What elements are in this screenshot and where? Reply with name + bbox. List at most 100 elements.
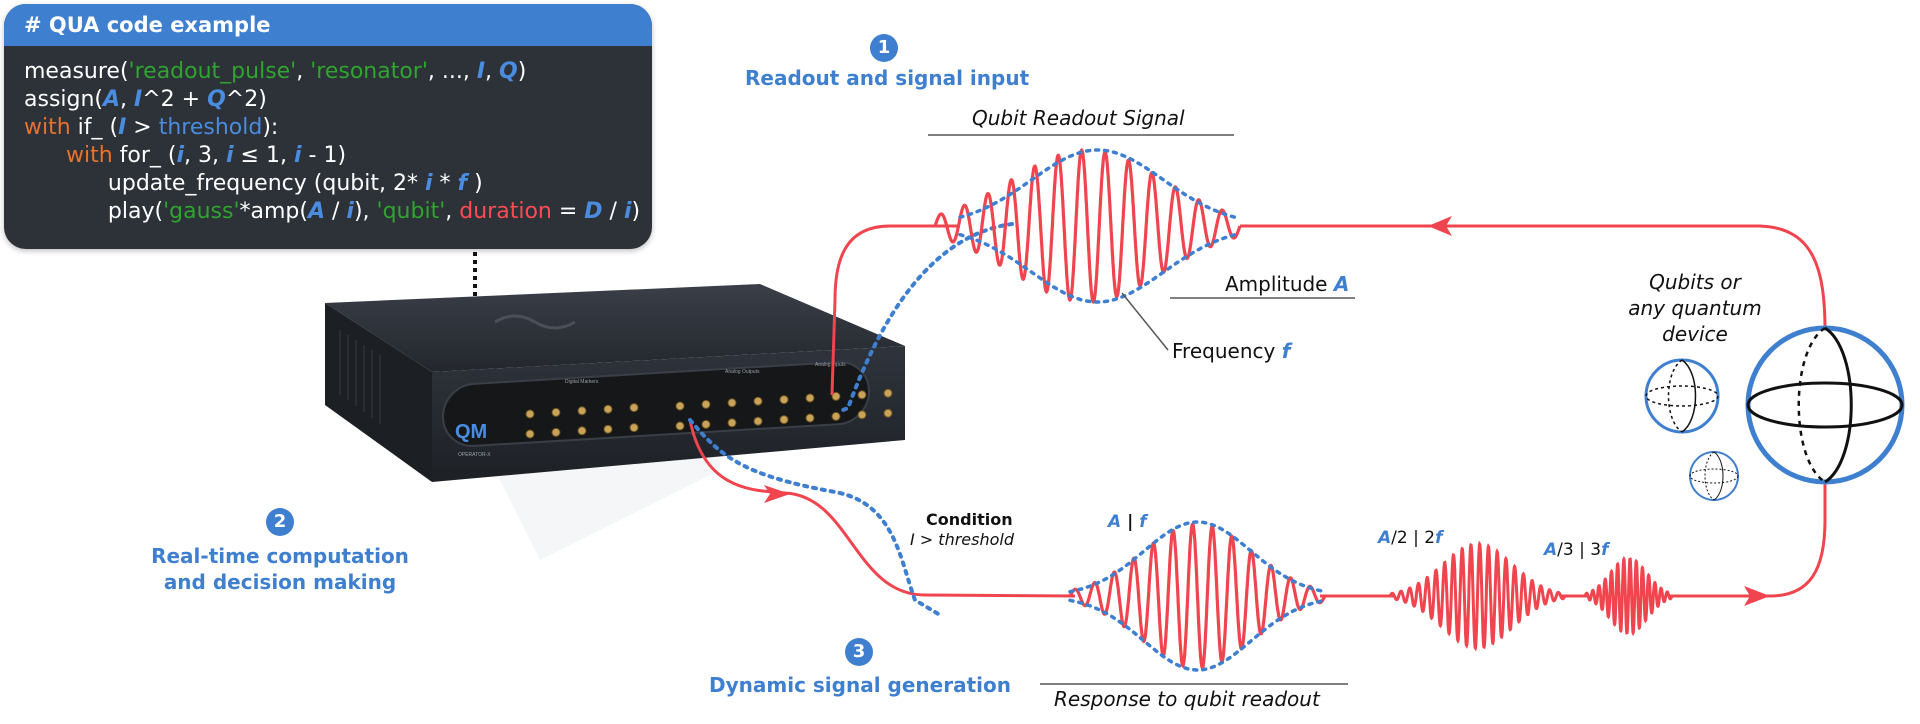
device-connector <box>577 406 587 416</box>
readout-wave <box>933 148 1242 304</box>
code-token: , ..., <box>427 59 477 84</box>
device-connector <box>727 418 737 428</box>
device-top-logo <box>494 314 576 330</box>
code-token: i <box>424 171 433 196</box>
device-connector <box>753 416 763 426</box>
code-token: if_ ( <box>70 115 119 140</box>
code-line: update_frequency (qubit, 2* i * f ) <box>24 170 652 198</box>
device-section-analog-out: Analog Outputs <box>725 369 760 375</box>
code-token: ≤ 1, <box>233 143 294 168</box>
response-pulse-2 <box>1388 540 1567 652</box>
code-token: i <box>293 143 302 168</box>
code-token: A <box>307 199 326 224</box>
device-connector <box>805 393 815 403</box>
qubit-readout-signal-label: Qubit Readout Signal <box>972 106 1185 130</box>
condition-label: Condition <box>926 510 1013 529</box>
device-front-panel <box>442 361 870 447</box>
bloch-sphere-large <box>1745 325 1905 485</box>
readout-to-device-line <box>830 224 960 396</box>
code-token: ) <box>517 59 527 84</box>
device-connector <box>525 429 535 439</box>
code-line: with for_ (i, 3, i ≤ 1, i - 1) <box>24 142 652 170</box>
step-2-badge: 2 <box>266 508 294 536</box>
code-token: ), <box>353 199 377 224</box>
arrow-to-output <box>764 485 790 503</box>
code-token <box>24 143 66 168</box>
code-token: Q <box>207 87 226 112</box>
frequency-label: Frequency f <box>1172 339 1291 363</box>
code-token: / <box>325 199 347 224</box>
device: QM OPERATOR-X Digital Markers Analog Out… <box>325 284 905 482</box>
device-connector <box>603 404 613 414</box>
code-token: , 3, <box>184 143 227 168</box>
code-token: * <box>432 171 458 196</box>
device-left-face <box>325 303 432 482</box>
code-token: I <box>118 115 127 140</box>
code-token: , <box>445 199 460 224</box>
code-body: measure('readout_pulse', 'resonator', ..… <box>4 46 652 226</box>
device-connector <box>779 395 789 405</box>
response-label: Response to qubit readout <box>1054 687 1320 711</box>
decision-dotted-line <box>688 418 942 617</box>
code-token: 'resonator' <box>310 59 428 84</box>
readout-input-line <box>1240 224 1827 331</box>
code-line: assign(A, I^2 + Q^2) <box>24 86 652 114</box>
readout-envelope <box>958 148 1237 304</box>
bloch-sphere-small <box>1689 451 1739 501</box>
device-model: OPERATOR-X <box>458 452 491 458</box>
device-connector <box>831 411 841 421</box>
code-token: i <box>226 143 234 168</box>
response-pulse-1 <box>1068 520 1327 672</box>
pulse-2-label: A/2 | 2f <box>1378 528 1443 548</box>
device-connector <box>857 390 867 400</box>
device-connector <box>727 398 737 408</box>
code-token: for_ ( <box>112 143 177 168</box>
bloch-sphere-medium <box>1644 358 1720 434</box>
code-token: = <box>551 199 585 224</box>
code-token: ): <box>262 115 279 140</box>
response-wave-1 <box>1068 522 1327 670</box>
code-token: ^2 + <box>142 87 208 112</box>
code-token: / <box>602 199 624 224</box>
code-token: A <box>103 87 121 112</box>
code-token: with <box>24 115 71 140</box>
code-token: ^2) <box>225 87 267 112</box>
code-token: ) <box>467 171 483 196</box>
device-connector <box>701 419 711 429</box>
code-panel-header: # QUA code example <box>4 4 652 46</box>
device-connector <box>551 427 561 437</box>
code-token: 'gauss' <box>163 199 240 224</box>
frequency-pointer <box>1121 292 1169 351</box>
code-token: *amp( <box>239 199 308 224</box>
code-token: D <box>584 199 603 224</box>
device-logo: QM <box>455 421 487 443</box>
arrow-to-qubit <box>1744 586 1770 606</box>
readout-dotted-line <box>836 222 1014 414</box>
code-token: > <box>126 115 159 140</box>
device-connector <box>629 423 639 433</box>
response-envelope-1 <box>1068 520 1327 672</box>
code-token: measure( <box>24 59 129 84</box>
device-connector <box>857 410 867 420</box>
code-line: with if_ (I > threshold): <box>24 114 652 142</box>
device-connector <box>701 399 711 409</box>
code-token: assign( <box>24 87 104 112</box>
step-1-title: Readout and signal input <box>745 66 1030 90</box>
code-token: 'readout_pulse' <box>128 59 297 84</box>
response-pulse-3 <box>1583 555 1674 637</box>
code-token: I <box>476 59 486 84</box>
code-line: play('gauss'*amp(A / i), 'qubit', durati… <box>24 198 652 226</box>
step-3-badge: 3 <box>845 638 873 666</box>
device-connector <box>675 401 685 411</box>
device-connector <box>629 403 639 413</box>
qubit-readout-waveform <box>933 148 1242 304</box>
code-token: with <box>65 143 113 168</box>
device-connector <box>753 396 763 406</box>
device-connector <box>779 415 789 425</box>
code-token: update_frequency (qubit, 2* <box>24 171 425 196</box>
code-token: - 1) <box>301 143 347 168</box>
code-token: duration <box>459 199 552 224</box>
device-connector <box>883 408 893 418</box>
code-token: , <box>120 87 135 112</box>
